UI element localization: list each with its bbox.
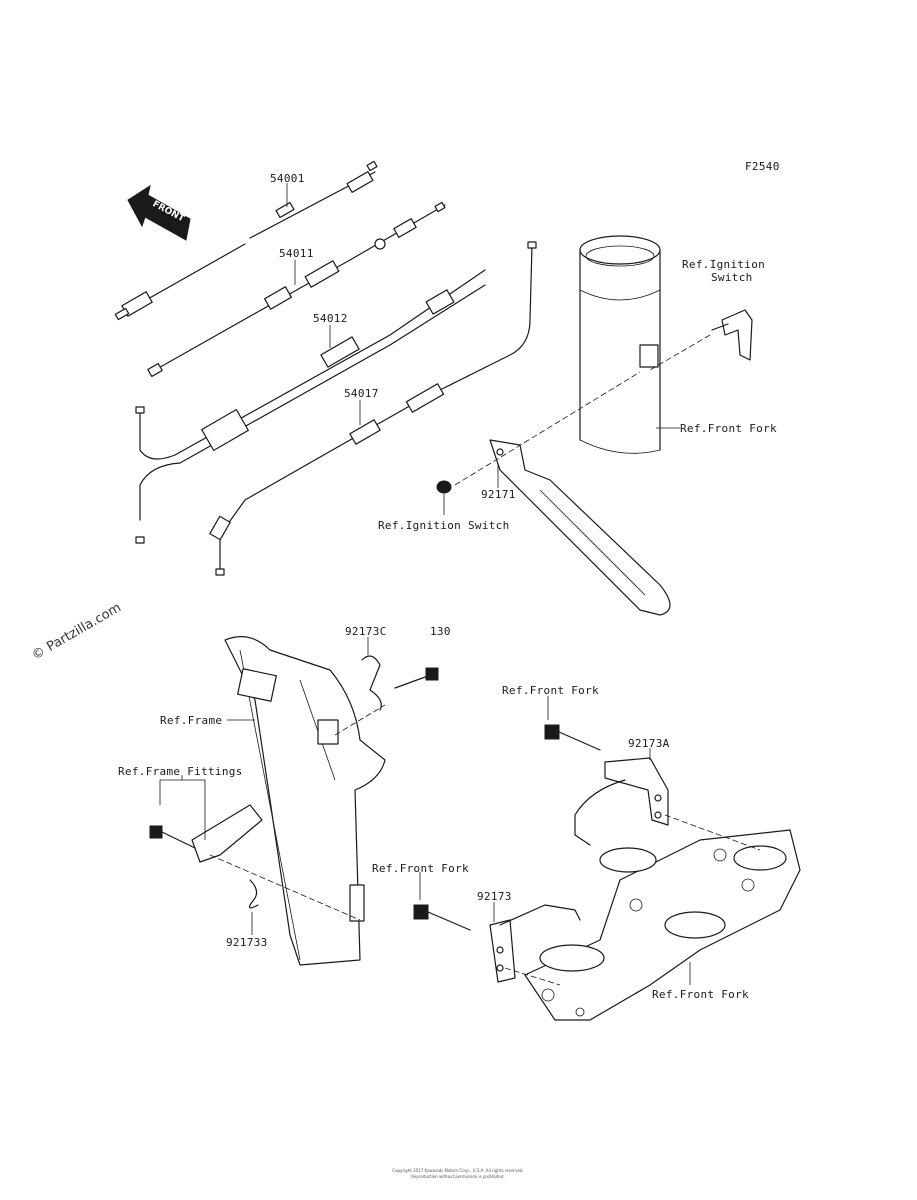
watermark: © Partzilla.com xyxy=(30,600,124,663)
ignition-switch-bracket xyxy=(639,309,753,368)
ref-ignition-switch-bottom: Ref.Ignition Switch xyxy=(378,519,510,532)
label-92173a: 92173A xyxy=(628,737,670,750)
throttle-cable-54011 xyxy=(147,201,446,378)
label-92173: 92173 xyxy=(477,890,512,903)
ref-front-fork-1: Ref.Front Fork xyxy=(680,422,777,435)
ref-ignition-switch-top-2: Switch xyxy=(711,271,753,284)
clip-921733 xyxy=(248,879,259,909)
nut-icon xyxy=(436,480,452,494)
copyright-line-2: Reproduction without permission is prohi… xyxy=(411,1174,504,1179)
ref-front-fork-2: Ref.Front Fork xyxy=(502,684,599,697)
copyright-line-1: Copyright 2017 Kawasaki Motors Corp., U.… xyxy=(392,1168,523,1173)
cable-54012 xyxy=(135,269,486,544)
label-921733: 921733 xyxy=(226,936,268,949)
cable-holder-92171 xyxy=(489,439,671,616)
frame-fittings-bracket xyxy=(149,804,263,863)
label-54011: 54011 xyxy=(279,247,314,260)
label-54001: 54001 xyxy=(270,172,305,185)
ref-frame-fittings: Ref.Frame Fittings xyxy=(118,765,243,778)
label-54012: 54012 xyxy=(313,312,348,325)
bracket-92173 xyxy=(413,904,581,983)
cable-54017 xyxy=(209,241,537,576)
front-arrow-icon: FRONT xyxy=(127,184,191,241)
speedometer-cable xyxy=(114,160,378,321)
figure-code: F2540 xyxy=(745,160,780,173)
ref-frame: Ref.Frame xyxy=(160,714,222,727)
bolt-130-icon xyxy=(425,667,439,681)
ref-ignition-switch-top-1: Ref.Ignition xyxy=(682,258,765,271)
clip-92173c xyxy=(361,655,382,711)
bracket-92173a xyxy=(544,724,669,846)
label-54017: 54017 xyxy=(344,387,379,400)
ref-front-fork-3: Ref.Front Fork xyxy=(372,862,469,875)
lower-triple-clamp xyxy=(524,829,801,1021)
ref-front-fork-4: Ref.Front Fork xyxy=(652,988,749,1001)
frame xyxy=(224,636,386,966)
label-92173c: 92173C xyxy=(345,625,387,638)
label-130: 130 xyxy=(430,625,451,638)
label-92171: 92171 xyxy=(481,488,516,501)
